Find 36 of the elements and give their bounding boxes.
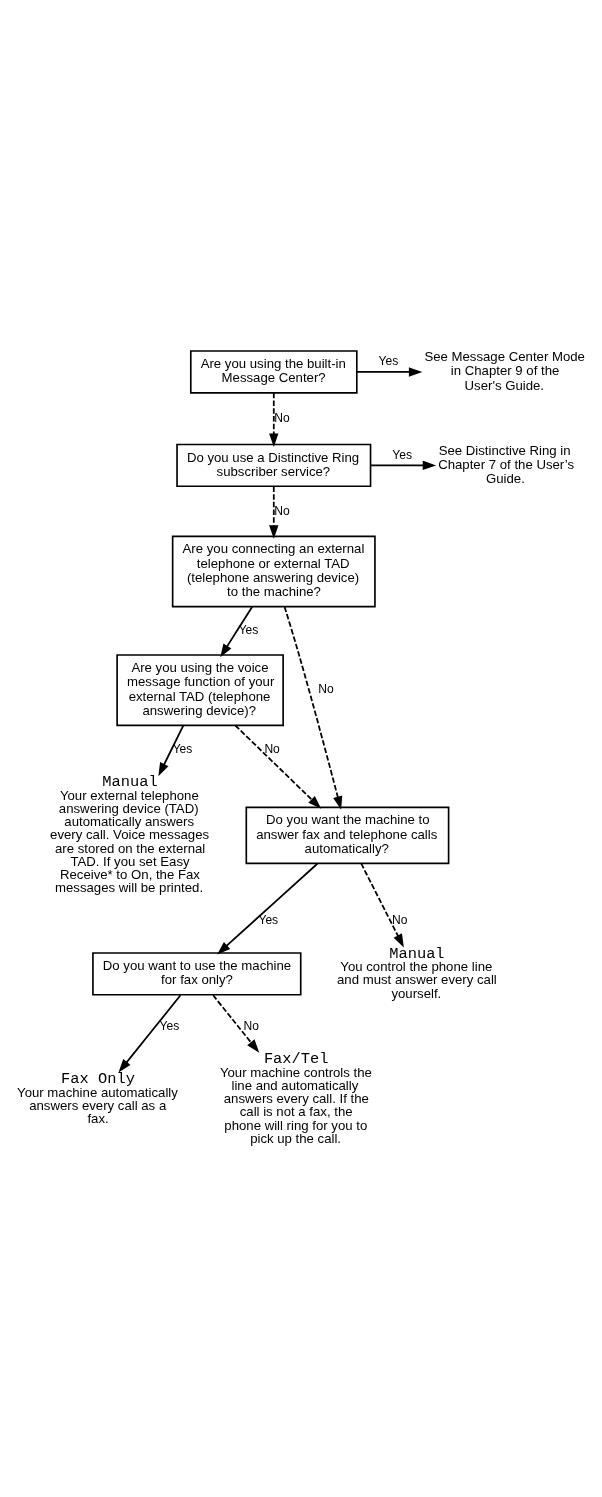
edge-label: No (264, 741, 280, 756)
arrow (283, 606, 343, 810)
arrow (269, 391, 279, 447)
node-text: Fax/Tel Your machine controls the line and automatically answers every call. If the call is not a fax, the phone will ring for you to pick up the call. (219, 1050, 372, 1146)
node-box: Do you use a Distinctive Ring subscriber service? (176, 443, 372, 488)
edge-label: No (274, 504, 290, 519)
edge-label: Yes (238, 622, 259, 637)
node-text: Fax Only Your machine automatically answers every call as a fax. (17, 1069, 178, 1126)
edge-label: Yes (172, 741, 193, 756)
arrow (217, 862, 319, 955)
edge-label: No (318, 682, 334, 697)
arrow (360, 862, 404, 948)
node-text: See Distinctive Ring in Chapter 7 of the User’s Guide. (438, 442, 575, 487)
arrow (220, 606, 253, 658)
edge-label: Yes (258, 913, 279, 928)
edge-label: No (274, 410, 290, 425)
node-text: See Message Center Mode in Chapter 9 of the User's Guide. (424, 349, 585, 393)
edge-label: No (391, 913, 408, 928)
arrow (234, 724, 322, 809)
node-box: Do you want to use the machine for fax only? (92, 952, 302, 996)
arrow (212, 994, 260, 1053)
edge-label: Yes (159, 1018, 180, 1033)
arrow (158, 724, 185, 777)
node-box: Are you using the built-in Message Center? (189, 350, 358, 394)
edge-label: Yes (378, 354, 399, 369)
node-box: Are you connecting an external telephone or external TAD (telephone answering device) to the machine? (171, 535, 376, 608)
node-text: Manual Your external telephone answering device (TAD) automatically answers every call. Voice messages are stored on the external TAD. If you set Easy Receive* to On, the Fax messages will be printed. (50, 773, 210, 896)
node-box: Do you want the machine to answer fax and telephone calls automatically? (245, 806, 450, 865)
arrow (355, 367, 423, 377)
arrow (369, 460, 437, 471)
node-text: Manual You control the phone line and must answer every call yourself. (337, 944, 497, 1001)
edge-label: No (243, 1018, 259, 1033)
edge-label: Yes (392, 447, 412, 462)
arrow (118, 994, 182, 1073)
node-box: Are you using the voice message function of your external TAD (telephone answering device)? (116, 654, 284, 727)
arrow (269, 485, 279, 539)
